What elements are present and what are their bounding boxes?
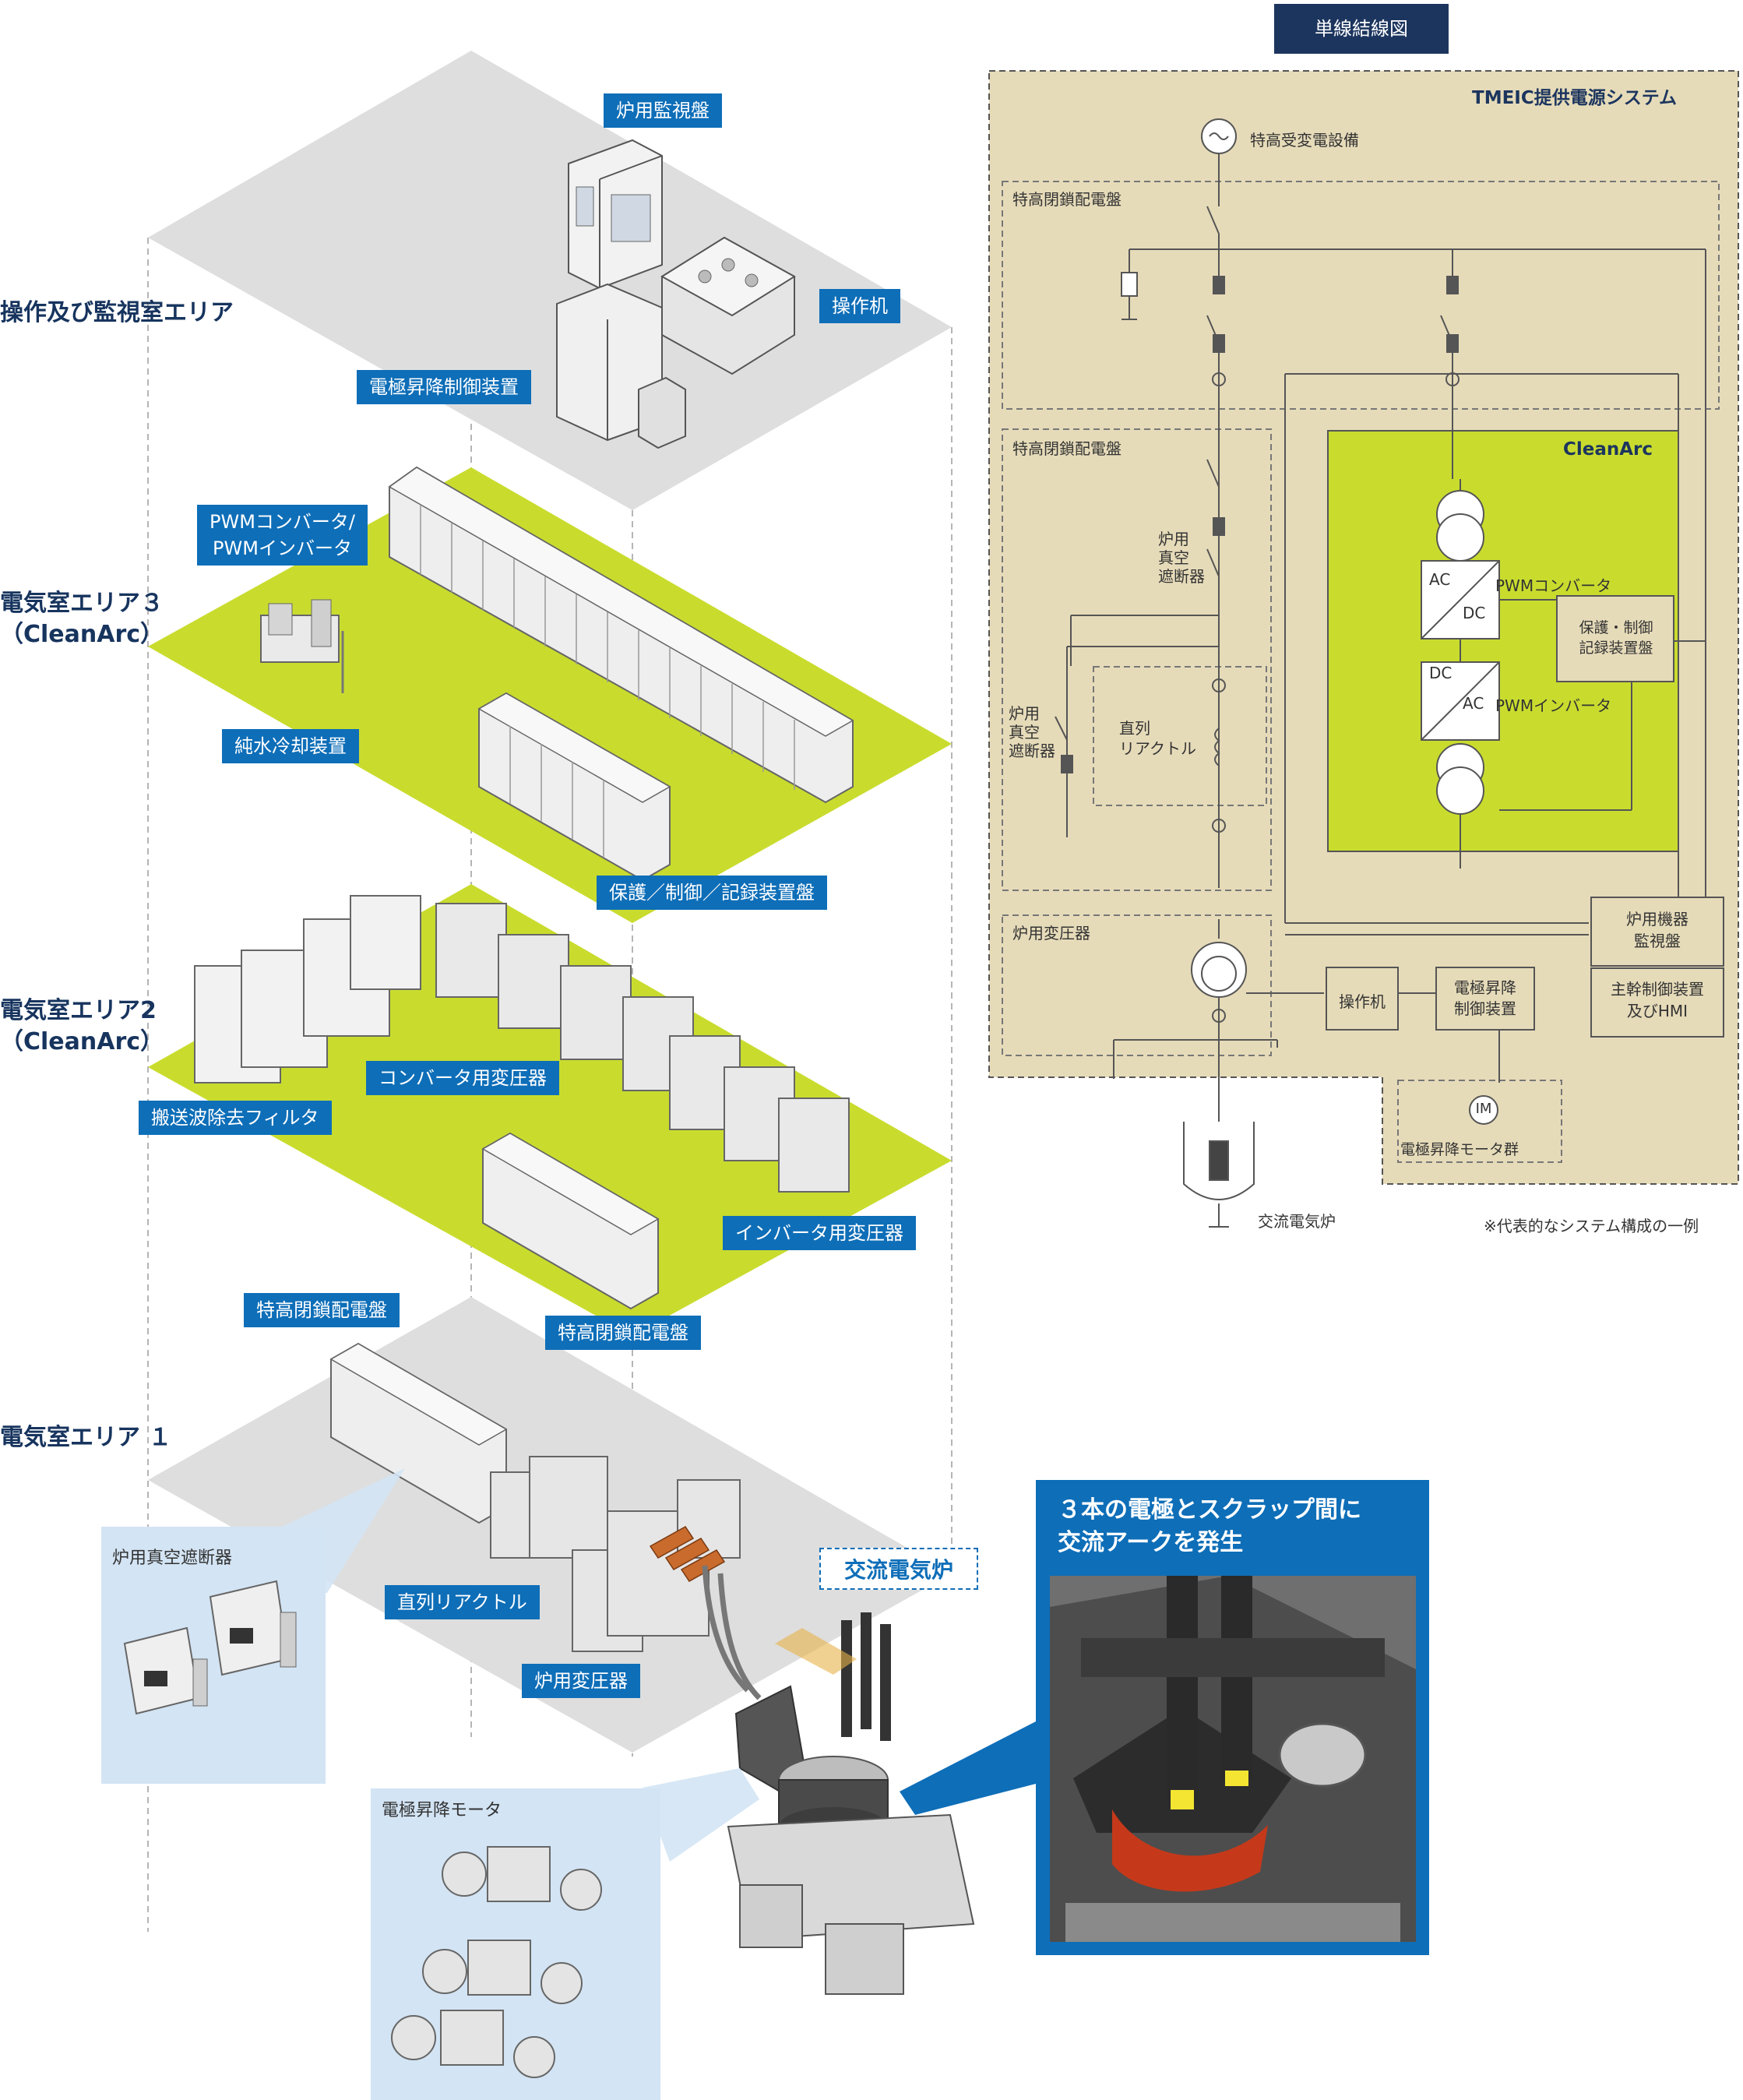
electrode-control-cabinets xyxy=(556,283,686,449)
operator-desk xyxy=(660,236,796,375)
label-series-reactor: 直列リアクトル xyxy=(385,1585,540,1619)
protection-box-label: 保護・制御 記録装置盤 xyxy=(1579,619,1653,657)
protection-cabinets xyxy=(477,692,671,882)
vcb-label-1: 炉用 真空 遮断器 xyxy=(1158,530,1205,586)
motor-inset: 電極昇降モータ xyxy=(371,1788,660,2100)
carrier-filter-units xyxy=(194,895,421,1083)
ac-label-bottom: AC xyxy=(1463,694,1484,713)
ac-label-top: AC xyxy=(1429,570,1451,589)
dc-label-bottom: DC xyxy=(1429,664,1452,682)
furnace-transformer-label: 炉用変圧器 xyxy=(1012,924,1090,943)
label-inverter-transformer: インバータ用変圧器 xyxy=(723,1216,916,1250)
operator-box-label: 操作机 xyxy=(1339,992,1386,1011)
cleanarc-label: CleanArc xyxy=(1563,439,1653,460)
label-carrier-filter: 搬送波除去フィルタ xyxy=(139,1101,332,1135)
monitor-cabinets xyxy=(568,139,663,290)
inverter-transformer-cabinets xyxy=(481,1132,660,1310)
pure-water-cooling-unit xyxy=(260,599,344,693)
area3-floor xyxy=(148,467,952,923)
pwm-converter-label: PWMコンバータ xyxy=(1495,576,1612,595)
diagram-note: ※代表的なシステム構成の一例 xyxy=(1484,1217,1699,1235)
ehv-panel-a-label: 特高閉鎖配電盤 xyxy=(1012,190,1122,209)
furnace-monitor-box-label: 炉用機器 監視盤 xyxy=(1626,910,1688,950)
ehv-panel-b-label: 特高閉鎖配電盤 xyxy=(1012,439,1122,458)
label-ehv-switchgear-2: 特高閉鎖配電盤 xyxy=(545,1316,701,1350)
label-pwm-conv-inv: PWMコンバータ/ PWMインバータ xyxy=(197,505,368,566)
area-label-electrical-2: 電気室エリア2 （CleanArc） xyxy=(0,997,164,1055)
control-room-floor xyxy=(148,51,952,510)
reactor-label: 直列 リアクトル xyxy=(1119,719,1196,758)
ehv-panel-b xyxy=(1002,428,1272,891)
breaker-inset-title: 炉用真空遮断器 xyxy=(112,1549,233,1568)
motor-group-label: 電極昇降モータ群 xyxy=(1400,1141,1519,1158)
motor-inset-title: 電極昇降モータ xyxy=(382,1801,502,1820)
series-reactor-and-transformer xyxy=(490,1456,741,1652)
reactor-panel xyxy=(1093,666,1267,806)
pwm-inverter-label: PWMインバータ xyxy=(1495,696,1612,715)
dc-label-top: DC xyxy=(1463,604,1486,622)
motor-inset-connector xyxy=(643,1768,759,1862)
callout-connector xyxy=(900,1721,1036,1815)
furnace-cables xyxy=(702,1565,762,1700)
vacuum-breaker-graphic xyxy=(123,1580,297,1715)
furnace-transformer-panel xyxy=(1002,914,1272,1056)
area-label-control-room: 操作及び監視室エリア xyxy=(0,299,234,326)
control-boxes xyxy=(1326,595,1724,1038)
receiving-label: 特高受変電設備 xyxy=(1250,131,1359,150)
furnace-symbol xyxy=(1183,1122,1255,1228)
single-line-diagram xyxy=(988,70,1739,1228)
electrode-box-label: 電極昇降 制御装置 xyxy=(1454,978,1516,1018)
arc-furnace xyxy=(727,1612,975,1995)
label-pure-water-cooling: 純水冷却装置 xyxy=(222,729,359,763)
label-ehv-switchgear-1: 特高閉鎖配電盤 xyxy=(244,1293,400,1327)
arc-closeup-graphic xyxy=(1050,1576,1416,1942)
copper-busbars xyxy=(649,1526,726,1582)
ehv-panel-a xyxy=(1002,181,1720,410)
wiring xyxy=(1055,118,1706,1122)
label-electrode-control: 電極昇降制御装置 xyxy=(357,370,531,404)
converter-transformers xyxy=(435,903,850,1193)
pwm-cabinet-row xyxy=(388,466,854,804)
ehv-switchgear-cabinets xyxy=(329,1342,508,1524)
breaker-inset: 炉用真空遮断器 xyxy=(101,1527,326,1784)
label-protection-panel: 保護／制御／記録装置盤 xyxy=(597,876,827,910)
motor-symbol xyxy=(1469,1095,1498,1125)
vcb-label-2: 炉用 真空 遮断器 xyxy=(1009,704,1055,760)
furnace-label: 交流電気炉 xyxy=(1258,1212,1336,1231)
area-label-electrical-1: 電気室エリア １ xyxy=(0,1424,172,1451)
electrode-motor-graphic xyxy=(391,1846,602,2078)
label-converter-transformer: コンバータ用変圧器 xyxy=(366,1061,559,1095)
area-label-electrical-3: 電気室エリア３ （CleanArc） xyxy=(0,590,164,648)
main-control-box-label: 主幹制御装置 及びHMI xyxy=(1611,980,1704,1020)
label-ac-arc-furnace: 交流電気炉 xyxy=(819,1548,978,1590)
label-operator-desk: 操作机 xyxy=(819,289,900,323)
arc-callout: ３本の電極とスクラップ間に 交流アークを発生 xyxy=(1036,1480,1429,1955)
system-title: TMEIC提供電源システム xyxy=(1472,88,1678,108)
motor-im-label: IM xyxy=(1475,1101,1492,1117)
label-furnace-transformer: 炉用変圧器 xyxy=(522,1664,640,1698)
label-furnace-monitor: 炉用監視盤 xyxy=(604,93,722,128)
arc-callout-text: ３本の電極とスクラップ間に 交流アークを発生 xyxy=(1058,1496,1361,1556)
diagram-title: 単線結線図 xyxy=(1274,4,1449,54)
